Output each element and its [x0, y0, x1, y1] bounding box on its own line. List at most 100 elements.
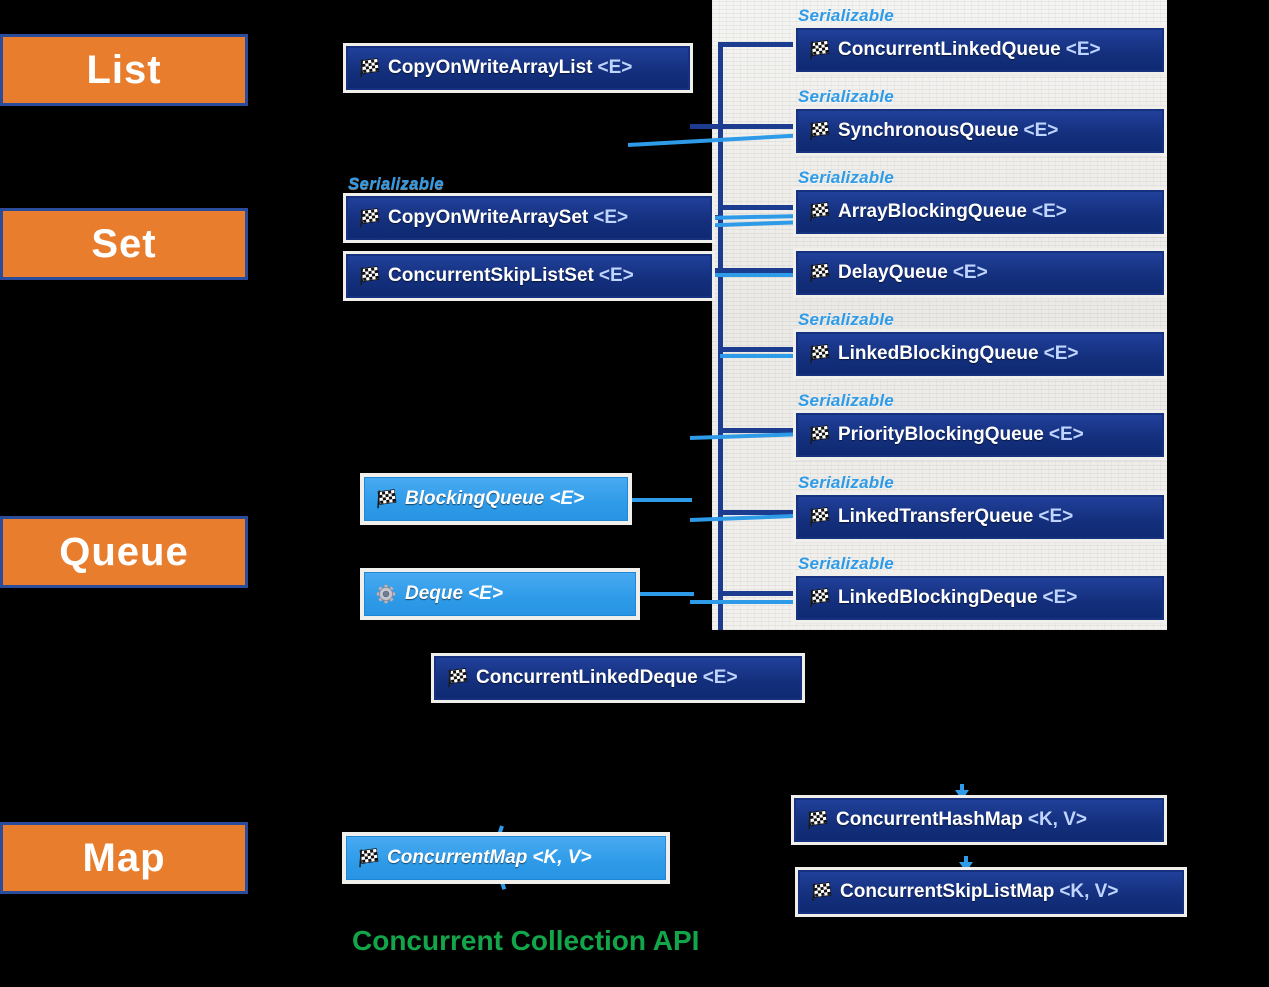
trunk-branch-7: [718, 591, 800, 596]
node-generic-copyonwritearrayset: <E>: [593, 207, 629, 228]
trunk-branch-2: [700, 124, 800, 129]
checkered-flag-icon: [358, 266, 388, 286]
arrowhead-concurrenthashmap: [955, 790, 969, 800]
trunk-branch-5: [718, 428, 800, 433]
category-list[interactable]: List: [0, 34, 248, 106]
category-map[interactable]: Map: [0, 822, 248, 894]
node-label-blockingqueue: BlockingQueue: [405, 488, 545, 509]
node-label-deque: Deque: [405, 583, 464, 604]
node-priorityblockingqueue[interactable]: PriorityBlockingQueue<E>: [793, 410, 1167, 460]
node-generic-linkedblockingdeque: <E>: [1042, 587, 1078, 608]
stereotype-label-priorityblockingqueue: Serializable: [798, 391, 894, 410]
category-set-label: Set: [91, 221, 157, 266]
checkered-flag-icon: [808, 40, 838, 60]
node-generic-copyonwritearraylist: <E>: [597, 57, 633, 78]
arrowhead-concurrentskiplistmap: [959, 862, 973, 872]
edge-blockingqueue-linkedbq: [720, 354, 800, 358]
node-label-copyonwritearraylist: CopyOnWriteArrayList: [388, 57, 593, 78]
node-generic-synchronousqueue: <E>: [1023, 120, 1059, 141]
node-label-linkedtransferqueue: LinkedTransferQueue: [838, 506, 1034, 527]
checkered-flag-icon: [808, 344, 838, 364]
set-branch-upper: [690, 124, 720, 129]
node-label-concurrentmap: ConcurrentMap: [387, 847, 528, 868]
node-label-arrayblockingqueue: ArrayBlockingQueue: [838, 201, 1027, 222]
trunk-branch-4: [718, 347, 800, 352]
node-generic-linkedblockingqueue: <E>: [1043, 343, 1079, 364]
node-generic-blockingqueue: <E>: [549, 488, 585, 509]
stereotype-label-synchronousqueue: Serializable: [798, 87, 894, 106]
category-list-label: List: [86, 47, 162, 92]
node-blockingqueue[interactable]: BlockingQueue<E>: [360, 473, 632, 525]
checkered-flag-icon: [358, 208, 388, 228]
delayqueue-branch: [712, 268, 800, 273]
node-linkedtransferqueue[interactable]: LinkedTransferQueue<E>: [793, 492, 1167, 542]
node-concurrenthashmap[interactable]: ConcurrentHashMap<K, V>: [791, 795, 1167, 845]
node-generic-concurrenthashmap: <K, V>: [1027, 809, 1088, 830]
node-generic-concurrentlinkeddeque: <E>: [702, 667, 738, 688]
checkered-flag-icon: [808, 263, 838, 283]
node-generic-concurrentskiplistmap: <K, V>: [1059, 881, 1119, 902]
node-label-concurrentlinkedqueue: ConcurrentLinkedQueue: [838, 39, 1061, 60]
checkered-flag-icon: [357, 848, 387, 868]
stereotype-label-concurrentlinkedqueue: Serializable: [798, 6, 894, 25]
node-generic-concurrentmap: <K, V>: [532, 847, 592, 868]
category-queue[interactable]: Queue: [0, 516, 248, 588]
trunk-line-vertical: [718, 42, 723, 630]
stereotype-label-linkedblockingdeque: Serializable: [798, 554, 894, 573]
node-label-concurrenthashmap: ConcurrentHashMap: [836, 809, 1023, 830]
node-linkedblockingqueue[interactable]: LinkedBlockingQueue<E>: [793, 329, 1167, 379]
stereotype-label-arrayblockingqueue: Serializable: [798, 168, 894, 187]
node-generic-arrayblockingqueue: <E>: [1032, 201, 1067, 222]
checkered-flag-icon: [358, 58, 388, 78]
node-generic-deque: <E>: [468, 583, 503, 604]
checkered-flag-icon: [446, 668, 476, 688]
stereotype-label-linkedblockingqueue: Serializable: [798, 310, 894, 329]
trunk-branch-3: [718, 205, 800, 210]
node-generic-linkedtransferqueue: <E>: [1038, 506, 1074, 527]
checkered-flag-icon: [375, 489, 405, 509]
gear-icon: [375, 584, 405, 604]
category-queue-label: Queue: [59, 529, 189, 574]
node-arrayblockingqueue[interactable]: ArrayBlockingQueue<E>: [793, 187, 1167, 237]
node-deque[interactable]: Deque<E>: [360, 568, 640, 620]
stereotype-label-copyonwritearrayset: Serializable: [348, 174, 444, 193]
node-concurrentmap[interactable]: ConcurrentMap<K, V>: [342, 832, 670, 884]
node-generic-delayqueue: <E>: [952, 262, 988, 283]
node-label-concurrentskiplistset: ConcurrentSkipListSet: [388, 265, 594, 286]
node-delayqueue[interactable]: DelayQueue<E>: [793, 248, 1167, 298]
node-label-copyonwritearrayset: CopyOnWriteArraySet: [388, 207, 589, 228]
node-label-linkedblockingqueue: LinkedBlockingQueue: [838, 343, 1039, 364]
node-label-delayqueue: DelayQueue: [838, 262, 948, 283]
node-concurrentskiplistset[interactable]: ConcurrentSkipListSet<E>: [343, 251, 715, 301]
edge-deque-trunk: [636, 592, 694, 596]
edge-concurrentskiplistset: [706, 273, 798, 277]
trunk-branch-6: [718, 510, 800, 515]
checkered-flag-icon: [808, 202, 838, 222]
node-linkedblockingdeque[interactable]: LinkedBlockingDeque<E>: [793, 573, 1167, 623]
node-synchronousqueue[interactable]: SynchronousQueue<E>: [793, 106, 1167, 156]
node-concurrentskiplistmap[interactable]: ConcurrentSkipListMap<K, V>: [795, 867, 1187, 917]
category-map-label: Map: [82, 835, 166, 880]
checkered-flag-icon: [808, 588, 838, 608]
trunk-branch-1: [718, 42, 800, 47]
checkered-flag-icon: [808, 507, 838, 527]
checkered-flag-icon: [808, 121, 838, 141]
node-generic-concurrentlinkedqueue: <E>: [1065, 39, 1101, 60]
node-copyonwritearraylist[interactable]: CopyOnWriteArrayList<E>: [343, 43, 693, 93]
node-generic-priorityblockingqueue: <E>: [1048, 424, 1084, 445]
node-label-concurrentskiplistmap: ConcurrentSkipListMap: [840, 881, 1055, 902]
node-label-linkedblockingdeque: LinkedBlockingDeque: [838, 587, 1038, 608]
edge-deque-linkedblockingdeque: [690, 600, 804, 604]
node-copyonwritearrayset[interactable]: CopyOnWriteArraySet<E>: [343, 193, 715, 243]
node-generic-concurrentskiplistset: <E>: [598, 265, 634, 286]
node-concurrentlinkedqueue[interactable]: ConcurrentLinkedQueue<E>: [793, 25, 1167, 75]
node-label-priorityblockingqueue: PriorityBlockingQueue: [838, 424, 1044, 445]
checkered-flag-icon: [810, 882, 840, 902]
node-label-concurrentlinkeddeque: ConcurrentLinkedDeque: [476, 667, 698, 688]
node-concurrentlinkeddeque[interactable]: ConcurrentLinkedDeque<E>: [431, 653, 805, 703]
checkered-flag-icon: [808, 425, 838, 445]
category-set[interactable]: Set: [0, 208, 248, 280]
diagram-title: Concurrent Collection API: [352, 925, 700, 956]
stereotype-label-linkedtransferqueue: Serializable: [798, 473, 894, 492]
